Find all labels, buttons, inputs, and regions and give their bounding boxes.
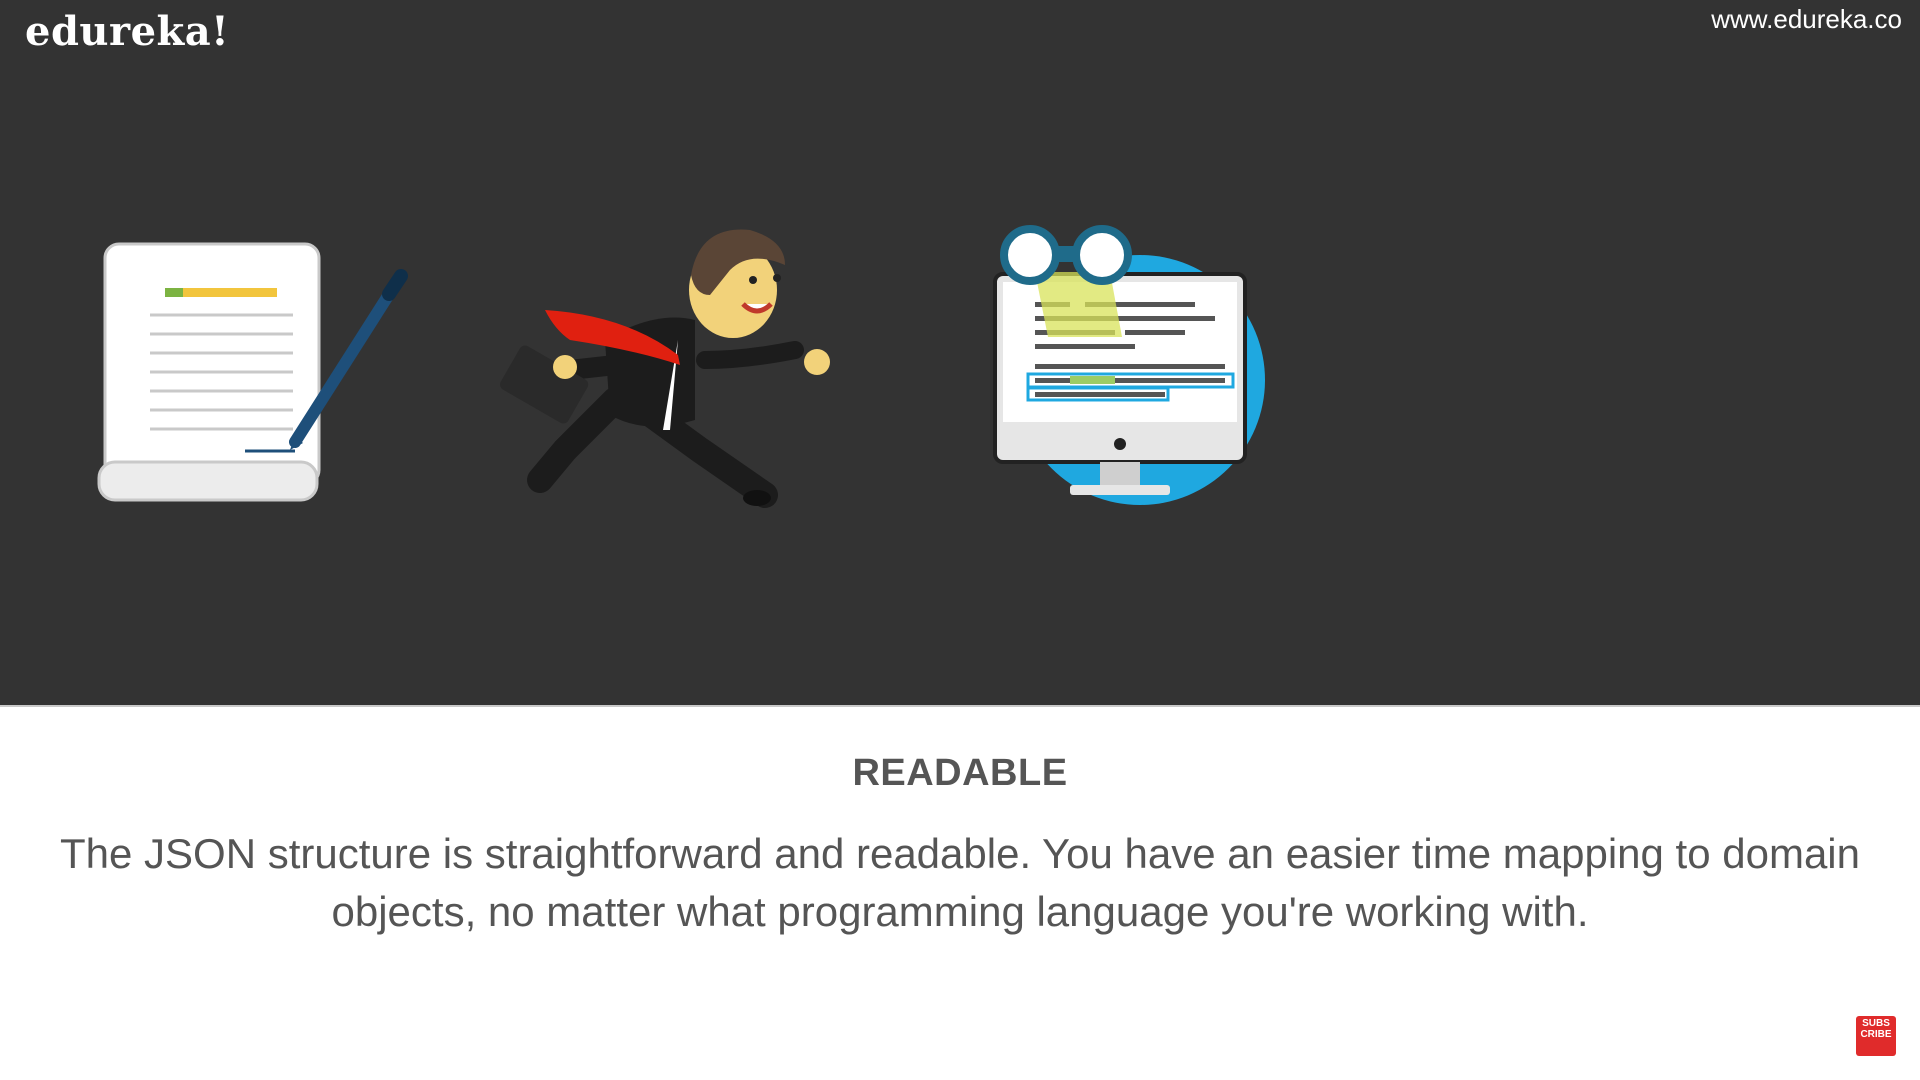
caption-panel: READABLE The JSON structure is straightf…	[0, 707, 1920, 1080]
section-divider	[0, 705, 1920, 707]
illustration-panel: edureka! www.edureka.co	[0, 0, 1920, 705]
monitor-with-binoculars-icon	[993, 225, 1265, 505]
section-heading: READABLE	[852, 752, 1068, 794]
website-url: www.edureka.co	[1711, 4, 1902, 34]
running-businessman-icon	[500, 229, 830, 508]
section-description: The JSON structure is straightforward an…	[60, 830, 1860, 935]
edureka-logo: edureka!	[25, 8, 230, 55]
subscribe-badge[interactable]: SUBS CRIBE	[1856, 1016, 1896, 1056]
document-with-pen-icon	[97, 242, 408, 502]
subscribe-line-2: CRIBE	[1860, 1029, 1892, 1040]
subscribe-line-1: SUBS	[1862, 1018, 1890, 1029]
